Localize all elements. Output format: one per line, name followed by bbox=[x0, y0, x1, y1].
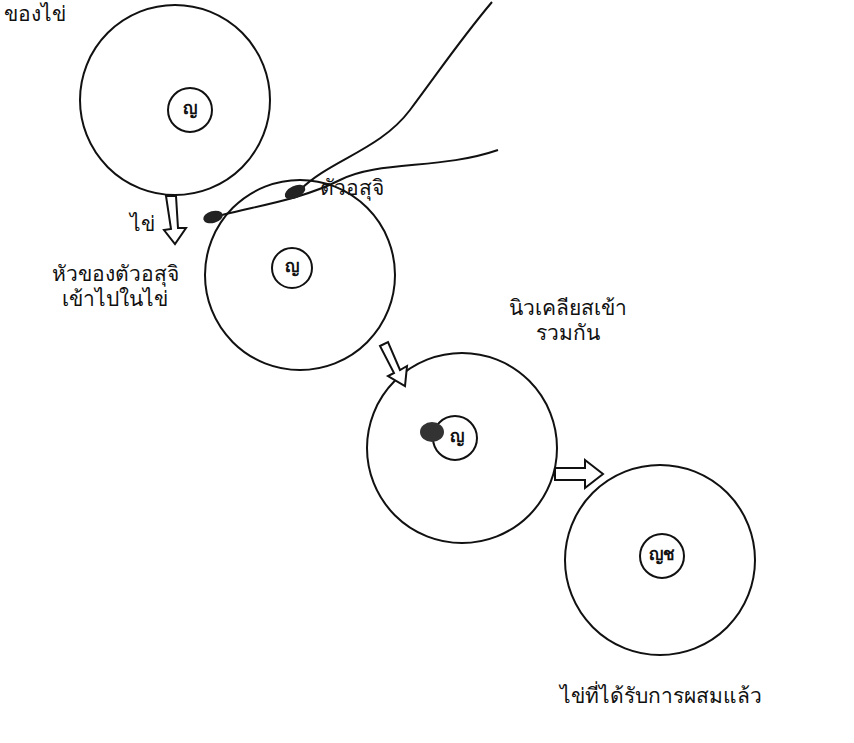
step-arrow bbox=[555, 460, 603, 488]
sperm-head bbox=[202, 209, 224, 226]
step-arrow bbox=[164, 196, 186, 244]
fused-nucleus bbox=[640, 534, 684, 578]
part-label: ไข่ bbox=[130, 212, 180, 237]
egg-nucleus bbox=[272, 248, 312, 288]
egg-cell bbox=[205, 180, 395, 370]
part-label: ไข่ที่ได้รับการผสมแล้ว bbox=[560, 684, 840, 709]
sperm-tail bbox=[300, 2, 492, 190]
nucleus-symbol: ญ bbox=[277, 256, 307, 276]
egg-nucleus bbox=[168, 88, 212, 132]
sperm-head bbox=[282, 182, 307, 202]
nucleus-symbol: ญ bbox=[175, 98, 205, 118]
step-arrow bbox=[380, 342, 407, 386]
caption-fragment: ของไข่ bbox=[4, 2, 124, 27]
step-label: หัวของตัวอสุจิ เข้าไปในไข่ bbox=[30, 262, 200, 312]
nucleus-symbol: ญ bbox=[442, 426, 472, 446]
part-label: ตัวอสุจิ bbox=[320, 176, 430, 201]
sperm-nucleus bbox=[420, 422, 444, 442]
step-label: นิวเคลียสเข้า รวมกัน bbox=[488, 296, 648, 346]
sperm-tail bbox=[222, 150, 498, 215]
egg-cell bbox=[80, 5, 270, 195]
nucleus-symbol: ญช bbox=[642, 544, 682, 564]
egg-cell bbox=[565, 465, 755, 655]
